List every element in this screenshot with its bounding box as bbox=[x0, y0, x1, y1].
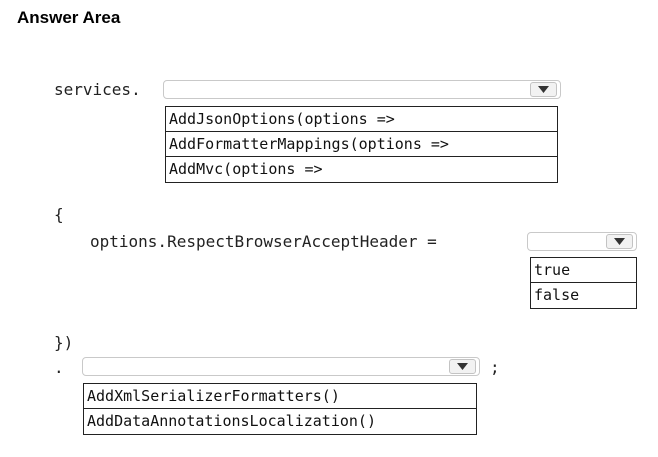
option-true[interactable]: true bbox=[531, 258, 636, 283]
dropdown-services-method-options: AddJsonOptions(options => AddFormatterMa… bbox=[165, 106, 558, 183]
option-add-data-annotations-localization[interactable]: AddDataAnnotationsLocalization() bbox=[87, 412, 376, 430]
options-respect-browser-accept-header: options.RespectBrowserAcceptHeader = bbox=[90, 232, 437, 251]
dropdown-accept-header-options: true false bbox=[530, 257, 637, 309]
dropdown-accept-header-toggle[interactable] bbox=[606, 234, 633, 249]
option-add-xml-serializer-formatters[interactable]: AddXmlSerializerFormatters() bbox=[84, 384, 476, 409]
option-add-json-options[interactable]: AddJsonOptions(options => bbox=[166, 107, 557, 132]
open-brace: { bbox=[54, 205, 64, 224]
dropdown-services-method-toggle[interactable] bbox=[530, 82, 557, 97]
chevron-down-icon bbox=[614, 238, 625, 245]
dropdown-accept-header-value[interactable] bbox=[527, 232, 637, 251]
dropdown-chained-method-options: AddXmlSerializerFormatters() AddDataAnno… bbox=[83, 383, 477, 435]
dot-operator: . bbox=[54, 358, 64, 377]
chevron-down-icon bbox=[457, 363, 468, 370]
option-false[interactable]: false bbox=[534, 286, 580, 304]
option-add-mvc[interactable]: AddMvc(options => bbox=[169, 160, 323, 178]
semicolon: ; bbox=[490, 358, 500, 377]
close-brackets: }) bbox=[54, 333, 74, 352]
dropdown-chained-method-toggle[interactable] bbox=[449, 359, 476, 374]
dropdown-chained-method[interactable] bbox=[82, 357, 480, 376]
dropdown-services-method[interactable] bbox=[163, 80, 561, 99]
answer-area-title: Answer Area bbox=[17, 8, 121, 27]
option-add-formatter-mappings[interactable]: AddFormatterMappings(options => bbox=[166, 132, 557, 157]
chevron-down-icon bbox=[538, 86, 549, 93]
services-prefix: services. bbox=[54, 80, 141, 99]
